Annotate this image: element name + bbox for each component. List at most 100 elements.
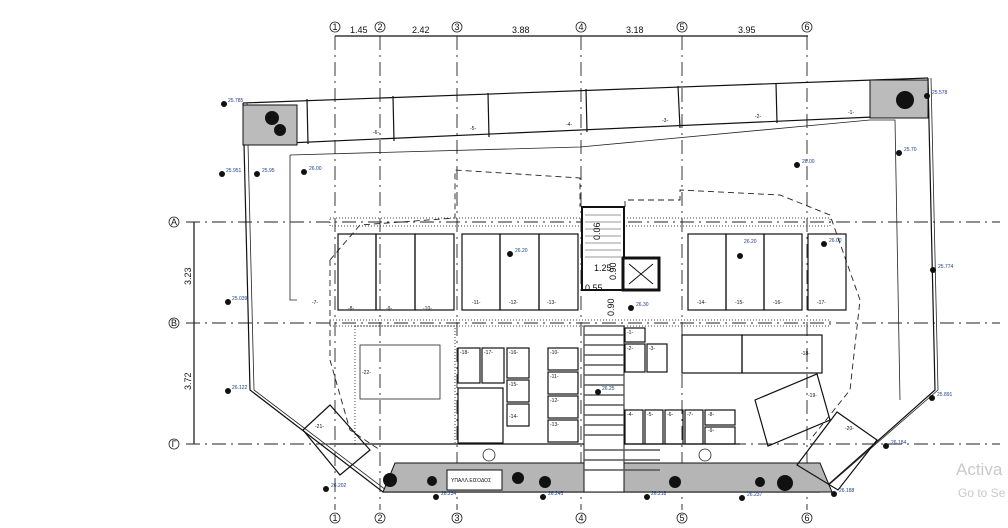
- parking-label: -14-: [697, 300, 706, 306]
- svg-text:-2-: -2-: [627, 346, 633, 352]
- tree-icons: [265, 91, 914, 491]
- svg-text:4: 4: [578, 22, 583, 32]
- svg-text:26.00: 26.00: [802, 159, 815, 165]
- grid-col-5: 55: [676, 21, 688, 524]
- dim-2-3: 2.42: [412, 25, 430, 35]
- stair-core: [581, 206, 625, 291]
- parking-label: -7-: [312, 300, 318, 306]
- svg-text:26.30: 26.30: [636, 302, 649, 308]
- svg-text:-8-: -8-: [708, 412, 714, 418]
- parking-22-area: [359, 344, 441, 400]
- svg-text:-13-: -13-: [550, 422, 559, 428]
- ramp: [583, 325, 625, 493]
- dim-3-4: 3.88: [512, 25, 530, 35]
- parking-label: -9-: [386, 306, 392, 312]
- parking-label: -5-: [470, 126, 476, 132]
- svg-text:-17-: -17-: [484, 350, 493, 356]
- svg-text:1.25: 1.25: [594, 263, 612, 273]
- top-dimension-line: 1.45 2.42 3.88 3.18 3.95: [335, 25, 808, 37]
- parking-label: -12-: [509, 300, 518, 306]
- building: 0.06 1.25 0.55 0.90 0.90: [302, 206, 878, 493]
- svg-text:26.00: 26.00: [829, 238, 842, 244]
- svg-text:26.184: 26.184: [891, 440, 907, 446]
- svg-text:-3-: -3-: [649, 346, 655, 352]
- svg-text:-6-: -6-: [667, 412, 673, 418]
- svg-text:-1-: -1-: [627, 330, 633, 336]
- svg-text:A: A: [171, 217, 177, 227]
- parking-label: -4-: [566, 122, 572, 128]
- svg-text:5: 5: [679, 513, 684, 523]
- svg-text:5: 5: [679, 22, 684, 32]
- grid-col-2: 22: [374, 21, 386, 524]
- dim-a-b: 3.23: [183, 267, 193, 285]
- svg-text:25.891: 25.891: [937, 392, 953, 398]
- watermark-line1: Activa: [956, 460, 1003, 479]
- svg-text:-9-: -9-: [708, 428, 714, 434]
- storage-labels: -1- -2- -3- -4- -5- -6- -7- -8- -9- -10-…: [460, 330, 714, 434]
- dim-1-2: 1.45: [350, 25, 368, 35]
- svg-text:3: 3: [454, 22, 459, 32]
- parking-label: -17-: [817, 300, 826, 306]
- svg-text:0.90: 0.90: [608, 262, 618, 280]
- parking-label: -15-: [735, 300, 744, 306]
- svg-text:26.245: 26.245: [548, 491, 564, 497]
- svg-text:0.06: 0.06: [592, 222, 602, 240]
- svg-text:-4-: -4-: [627, 412, 633, 418]
- svg-text:26.202: 26.202: [331, 483, 347, 489]
- parking-label: -8-: [348, 306, 354, 312]
- svg-text:25.039: 25.039: [232, 296, 248, 302]
- svg-text:26.237: 26.237: [747, 492, 763, 498]
- parking-label: -3-: [662, 118, 668, 124]
- svg-text:B: B: [171, 318, 177, 328]
- svg-text:Г: Г: [172, 439, 177, 449]
- dim-4-5: 3.18: [626, 25, 644, 35]
- svg-text:26.122: 26.122: [232, 385, 248, 391]
- svg-text:25.95: 25.95: [262, 168, 275, 174]
- grid-row-g: Г: [168, 438, 1000, 450]
- svg-text:25.785: 25.785: [228, 98, 244, 104]
- svg-text:26.25: 26.25: [602, 386, 615, 392]
- svg-text:1: 1: [332, 22, 337, 32]
- planter-top-left: [242, 104, 298, 146]
- parking-label: -1-: [848, 110, 854, 116]
- parking-label: -21-: [315, 424, 324, 430]
- grid-row-a: A: [168, 216, 1000, 228]
- svg-text:26.234: 26.234: [441, 491, 457, 497]
- svg-text:0.55: 0.55: [585, 283, 603, 293]
- svg-text:25.70: 25.70: [904, 147, 917, 153]
- parking-label: -11-: [472, 300, 481, 306]
- svg-text:26.00: 26.00: [309, 166, 322, 172]
- svg-text:-15-: -15-: [509, 382, 518, 388]
- grid-rows: A B Г 3.23 3.72: [168, 216, 1000, 450]
- svg-text:4: 4: [578, 513, 583, 523]
- svg-text:-14-: -14-: [509, 414, 518, 420]
- svg-text:26.20: 26.20: [744, 239, 757, 245]
- svg-text:6: 6: [804, 513, 809, 523]
- svg-text:-10-: -10-: [550, 350, 559, 356]
- grid-columns: 11 22 33 44 55 66: [329, 21, 813, 524]
- parking-label: -10-: [423, 306, 432, 312]
- parking-labels: -1- -2- -3- -4- -5- -6- -7- -8- -9- -10-…: [312, 110, 854, 432]
- grid-col-6: 66: [801, 21, 813, 524]
- svg-text:1: 1: [332, 513, 337, 523]
- parking-label: -19-: [808, 393, 817, 399]
- parking-label: -2-: [755, 114, 761, 120]
- svg-text:25.578: 25.578: [932, 90, 948, 96]
- grid-col-1: 11: [329, 21, 341, 524]
- parking-label: -18-: [801, 351, 810, 357]
- parking-label: -13-: [547, 300, 556, 306]
- staff-entrance: [446, 469, 503, 491]
- svg-text:-18-: -18-: [460, 350, 469, 356]
- svg-text:-16-: -16-: [509, 350, 518, 356]
- parking-label: -22-: [362, 370, 371, 376]
- dim-b-g: 3.72: [183, 372, 193, 390]
- grid-col-3: 33: [451, 21, 463, 524]
- parking-label: -20-: [845, 426, 854, 432]
- svg-text:-12-: -12-: [550, 398, 559, 404]
- svg-text:25.951: 25.951: [226, 168, 242, 174]
- svg-text:25.774: 25.774: [938, 264, 954, 270]
- parking-label: -6-: [373, 130, 379, 136]
- storage-rooms: [457, 327, 736, 445]
- staff-entrance-label: ΥΠΑΛΛ.ΕΙΣΟΔΟΣ: [451, 478, 491, 484]
